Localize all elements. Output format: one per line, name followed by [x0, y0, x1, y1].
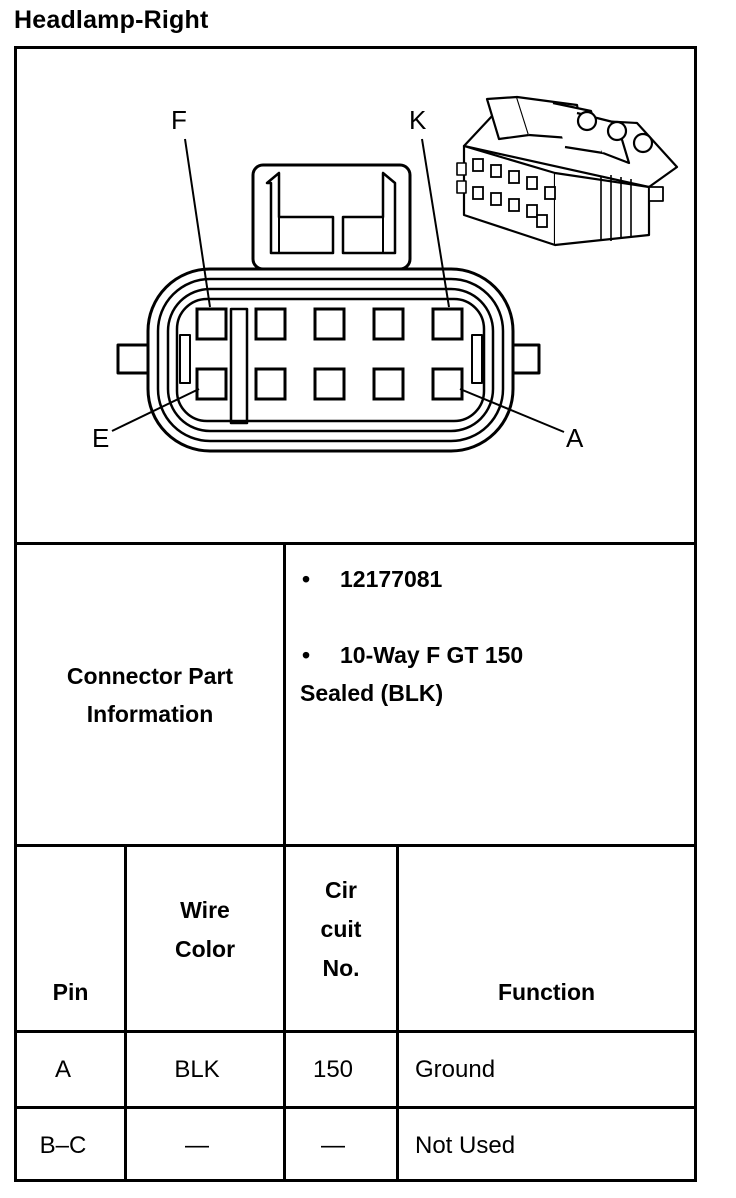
part-number-line: • 12177081 [300, 560, 690, 598]
part-info-label-line1: Connector Part [66, 662, 234, 689]
header-pin: Pin [52, 979, 89, 1005]
connector-seal-ring [156, 277, 505, 443]
left-side-tab [116, 343, 150, 375]
table-row-a-wire-color: BLK [174, 1055, 220, 1083]
connector-table-frame [14, 46, 697, 1182]
pin-cavity-h [313, 307, 346, 341]
table-row-bc-pin: B–C [39, 1131, 87, 1159]
divider-header-bottom [14, 1030, 697, 1033]
divider-col-circuit [396, 844, 399, 1182]
pin-label-e: E [92, 423, 109, 453]
pin-label-f: F [171, 105, 187, 135]
table-row-a-circuit: 150 [312, 1055, 354, 1083]
part-info-label: Connector Part Information [17, 545, 283, 844]
divider-col-wire [283, 844, 286, 1182]
pin-cavity-a [431, 367, 464, 401]
table-row-a-function: Ground [415, 1055, 496, 1083]
header-function: Function [497, 979, 596, 1005]
table-row-bc-function: Not Used [415, 1131, 516, 1159]
divider-partinfo-vertical [283, 542, 286, 847]
divider-diagram-bottom [14, 542, 697, 545]
divider-partinfo-bottom [14, 844, 697, 847]
pin-cavity-b [372, 367, 405, 401]
pin-label-k: K [409, 105, 427, 135]
part-info-values: • 12177081 • 10-Way F GT 150 Sealed (BLK) [300, 560, 690, 840]
connector-type-line1: 10-Way F GT 150 [340, 642, 524, 668]
part-info-label-line2: Information [86, 700, 214, 727]
connector-outer-shell [146, 267, 515, 453]
header-wire-color: Wire Color [174, 896, 236, 962]
bullet-glyph: • [302, 642, 311, 668]
connector-face-svg: F K E A [92, 95, 679, 453]
pin-cavity-f [195, 307, 228, 341]
right-keying-notch [471, 334, 483, 384]
connector-iso-illustration [456, 95, 679, 247]
divider-row-a-bottom [14, 1106, 697, 1109]
table-row-a-pin: A [54, 1055, 71, 1083]
connector-type-line2: Sealed (BLK) [300, 680, 444, 706]
leader-line-f [184, 138, 211, 308]
right-side-tab [511, 343, 541, 375]
bullet-glyph: • [302, 566, 311, 592]
pin-cavity-j [372, 307, 405, 341]
center-keying-rib [229, 307, 249, 425]
latch-left-window [265, 171, 335, 255]
pin-label-a: A [566, 423, 584, 453]
connector-cavity-wall [175, 297, 486, 423]
leader-line-a [459, 388, 565, 433]
pin-cavity-e [195, 367, 228, 401]
table-row-bc-circuit: — [321, 1131, 345, 1159]
table-row-bc-wire-color: — [185, 1131, 209, 1159]
latch-right-window [341, 171, 397, 255]
divider-col-pin [124, 844, 127, 1182]
left-keying-notch [179, 334, 191, 384]
pin-cavity-c [313, 367, 346, 401]
leader-line-e [111, 388, 200, 432]
pin-cavity-d [254, 367, 287, 401]
connector-inner-ring [166, 287, 495, 433]
pin-cavity-g [254, 307, 287, 341]
header-circuit-no: Cir cuit No. [320, 877, 362, 981]
part-number: 12177081 [340, 566, 443, 592]
page-title: Headlamp-Right [14, 6, 209, 34]
connector-diagram: F K E A [17, 49, 694, 542]
connector-type-line: • 10-Way F GT 150 [300, 636, 690, 674]
leader-line-k [421, 138, 450, 308]
pin-cavity-k [431, 307, 464, 341]
connector-iso-cavities [472, 158, 556, 228]
